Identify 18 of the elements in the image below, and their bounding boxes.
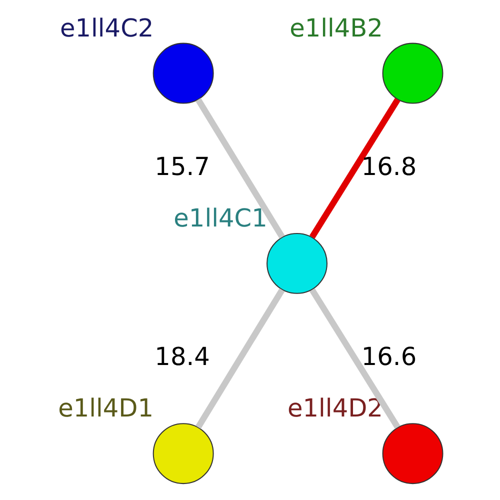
node-circle <box>152 423 214 484</box>
connector <box>195 288 284 429</box>
node-circle <box>266 232 327 294</box>
edge-label: 15.7 <box>154 152 210 181</box>
node-label: e1ll4B2 <box>289 13 382 42</box>
connector <box>309 288 400 429</box>
connector <box>309 98 400 239</box>
node-label: e1ll4D1 <box>58 394 154 423</box>
edge-label: 16.6 <box>360 342 416 371</box>
node-circle <box>382 423 443 484</box>
node-label: e1ll4C1 <box>173 203 267 232</box>
node-label: e1ll4C2 <box>60 13 154 42</box>
edge-label: 18.4 <box>154 342 210 371</box>
connector <box>195 98 284 239</box>
node-label: e1ll4D2 <box>287 394 382 423</box>
edge-label: 16.8 <box>360 152 416 181</box>
node-circle <box>152 42 214 104</box>
node-circle <box>382 42 443 104</box>
